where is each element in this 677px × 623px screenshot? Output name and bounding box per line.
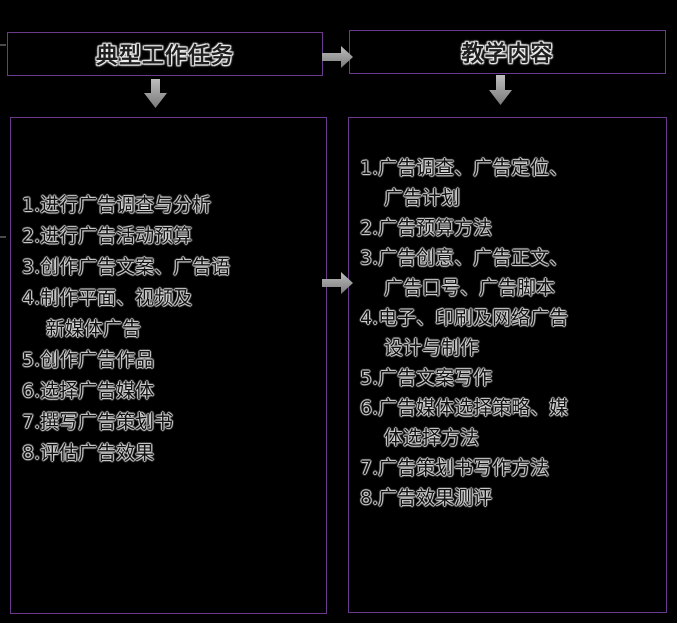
list-item: 5.广告文案写作 [360, 367, 493, 389]
list-item-continued: 广告计划 [384, 187, 461, 209]
left-header-title: 典型工作任务 [95, 44, 234, 69]
content-right-arrow-icon [322, 272, 353, 294]
list-item: 4.电子、印刷及网络广告 [360, 307, 569, 329]
right-content-box [348, 117, 667, 613]
left-content-box [10, 117, 327, 614]
list-item: 3.创作广告文案、广告语 [22, 256, 231, 278]
list-item: 1.进行广告调查与分析 [22, 194, 212, 216]
list-item-continued: 新媒体广告 [46, 318, 142, 340]
header-right-arrow-icon [322, 46, 353, 68]
list-item: 2.进行广告活动预算 [22, 225, 193, 247]
right-down-arrow-icon [489, 75, 512, 105]
left-down-arrow-icon [144, 79, 167, 108]
list-item-continued: 设计与制作 [384, 337, 480, 359]
left-task-list: 1.进行广告调查与分析 2.进行广告活动预算 3.创作广告文案、广告语 4.制作… [22, 190, 230, 469]
list-item: 7.广告策划书写作方法 [360, 457, 550, 479]
list-item: 7.撰写广告策划书 [22, 411, 174, 433]
list-item: 5.创作广告作品 [22, 349, 155, 371]
list-item: 1.广告调查、广告定位、 [360, 157, 569, 179]
left-header-box: 典型工作任务 [7, 32, 323, 76]
list-item: 6.选择广告媒体 [22, 380, 155, 402]
list-item: 8.广告效果测评 [360, 487, 493, 509]
edge-mark-mid [0, 236, 6, 238]
list-item-continued: 广告口号、广告脚本 [384, 277, 556, 299]
list-item: 2.广告预算方法 [360, 217, 493, 239]
edge-mark-top [0, 44, 6, 46]
list-item: 6.广告媒体选择策略、媒 [360, 397, 569, 419]
list-item: 3.广告创意、广告正文、 [360, 247, 569, 269]
list-item-continued: 体选择方法 [384, 427, 480, 449]
right-header-box: 教学内容 [349, 30, 666, 74]
list-item: 8.评估广告效果 [22, 442, 155, 464]
list-item: 4.制作平面、视频及 [22, 287, 193, 309]
right-header-title: 教学内容 [461, 42, 554, 67]
right-content-list: 1.广告调查、广告定位、 广告计划 2.广告预算方法 3.广告创意、广告正文、 … [360, 153, 568, 513]
